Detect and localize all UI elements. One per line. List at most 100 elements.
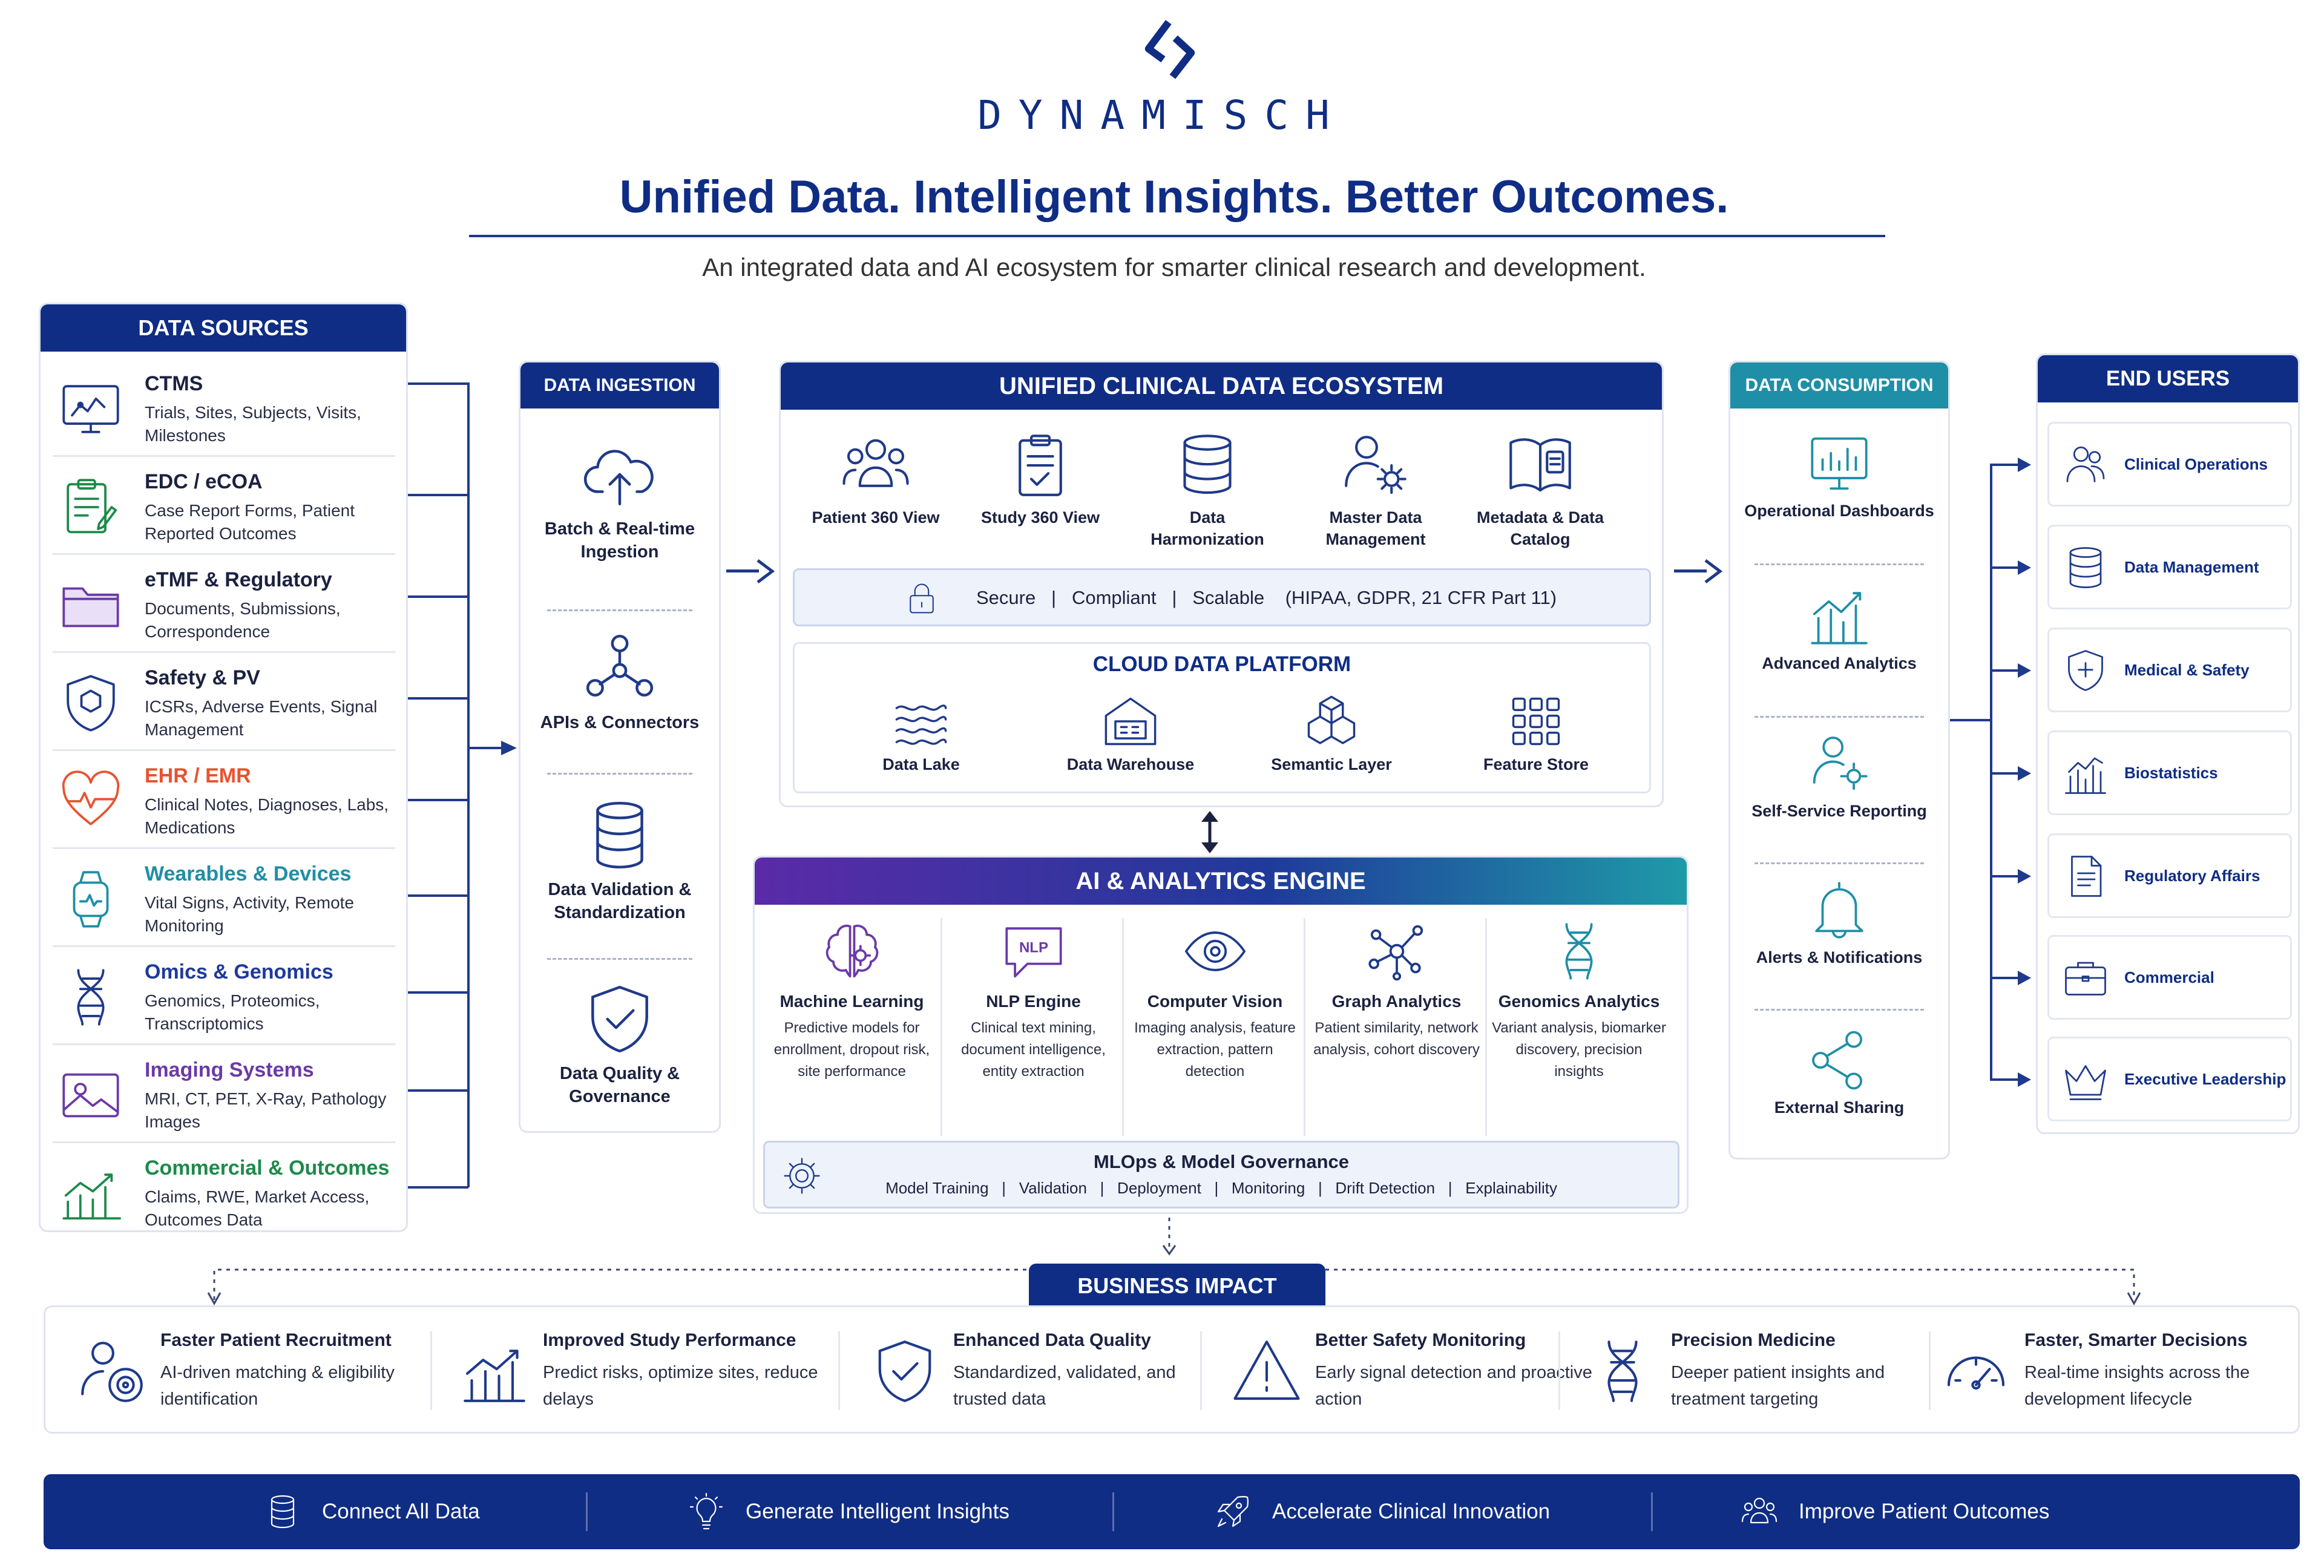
- data-source-desc: ICSRs, Adverse Events, Signal Management: [145, 697, 378, 739]
- data-source-imaging[interactable]: Imaging Systems MRI, CT, PET, X-Ray, Pat…: [53, 1046, 395, 1143]
- data-source-title: EHR / EMR: [145, 764, 251, 787]
- connector-line: [408, 1089, 468, 1092]
- cloud-label: Data Lake: [882, 755, 960, 773]
- divider: [430, 1331, 432, 1410]
- divider: [838, 1331, 840, 1410]
- data-source-wearables[interactable]: Wearables & Devices Vital Signs, Activit…: [53, 850, 395, 947]
- ai-graph-analytics[interactable]: Graph Analytics Patient similarity, netw…: [1308, 918, 1487, 1136]
- eco-patient-360[interactable]: Patient 360 View: [800, 429, 951, 528]
- data-source-safety[interactable]: Safety & PV ICSRs, Adverse Events, Signa…: [53, 654, 395, 751]
- mlops-list: Model Training | Validation | Deployment…: [885, 1179, 1557, 1197]
- arrow-right-icon: [2018, 560, 2031, 575]
- end-user-executive-leadership[interactable]: Executive Leadership: [2047, 1037, 2292, 1121]
- shield-check-icon: [591, 985, 648, 1053]
- impact-title: Enhanced Data Quality: [953, 1330, 1151, 1350]
- data-source-ctms[interactable]: CTMS Trials, Sites, Subjects, Visits, Mi…: [53, 360, 395, 457]
- ingestion-batch-realtime[interactable]: Batch & Real-time Ingestion: [520, 435, 719, 563]
- consumption-alerts[interactable]: Alerts & Notifications: [1730, 877, 1948, 969]
- consumption-external-sharing[interactable]: External Sharing: [1730, 1027, 1948, 1119]
- ai-item-title: NLP Engine: [986, 992, 1081, 1011]
- eco-study-360[interactable]: Study 360 View: [965, 429, 1116, 528]
- shield-check-icon: [878, 1340, 931, 1402]
- connector-line: [408, 697, 468, 700]
- data-consumption-title: DATA CONSUMPTION: [1730, 362, 1948, 408]
- end-user-label: Biostatistics: [2124, 764, 2218, 782]
- dna-icon: [77, 969, 105, 1026]
- page-headline: Unified Data. Intelligent Insights. Bett…: [619, 171, 1729, 223]
- data-ingestion-title: DATA INGESTION: [520, 362, 719, 408]
- eco-label: Study 360 View: [980, 508, 1100, 526]
- ai-machine-learning[interactable]: Machine Learning Predictive models for e…: [763, 918, 942, 1136]
- eco-master-data-management[interactable]: Master Data Management: [1300, 429, 1451, 550]
- end-user-clinical-operations[interactable]: Clinical Operations: [2047, 422, 2292, 507]
- smartwatch-icon: [73, 871, 109, 928]
- compliance-text: Secure | Compliant | Scalable (HIPAA, GD…: [976, 587, 1557, 608]
- cloud-data-lake[interactable]: Data Lake: [845, 691, 997, 774]
- connector-line: [1950, 719, 1991, 721]
- connector-line: [408, 991, 468, 994]
- eco-data-harmonization[interactable]: Data Harmonization: [1132, 429, 1283, 550]
- impact-title: Improved Study Performance: [543, 1330, 796, 1350]
- share-icon: [1812, 1031, 1862, 1090]
- end-users-title: END USERS: [2038, 355, 2298, 402]
- compliance-bar: Secure | Compliant | Scalable (HIPAA, GD…: [793, 568, 1651, 626]
- end-user-label: Medical & Safety: [2124, 661, 2250, 679]
- cloud-feature-store[interactable]: Feature Store: [1460, 691, 1612, 774]
- ai-genomics-analytics[interactable]: Genomics Analytics Variant analysis, bio…: [1489, 918, 1669, 1136]
- ingestion-apis-connectors[interactable]: APIs & Connectors: [520, 629, 719, 734]
- data-source-desc: Trials, Sites, Subjects, Visits, Milesto…: [145, 403, 361, 445]
- data-source-desc: Case Report Forms, Patient Reported Outc…: [145, 501, 355, 543]
- ai-nlp-engine[interactable]: NLP NLP Engine Clinical text mining, doc…: [945, 918, 1124, 1136]
- ai-item-desc: Clinical text mining, document intellige…: [961, 1020, 1106, 1080]
- data-source-ehr[interactable]: EHR / EMR Clinical Notes, Diagnoses, Lab…: [53, 752, 395, 849]
- end-user-data-management[interactable]: Data Management: [2047, 525, 2292, 609]
- ai-computer-vision[interactable]: Computer Vision Imaging analysis, featur…: [1126, 918, 1305, 1136]
- footer-label: Accelerate Clinical Innovation: [1272, 1500, 1551, 1523]
- briefcase-icon: [2065, 962, 2106, 996]
- footer-label: Connect All Data: [322, 1500, 480, 1523]
- divider: [547, 958, 692, 960]
- svg-text:NLP: NLP: [1019, 940, 1048, 956]
- connector-line: [1991, 772, 2021, 775]
- mlops-governance-bar[interactable]: MLOps & Model Governance Model Training …: [763, 1141, 1679, 1209]
- data-source-edc[interactable]: EDC / eCOA Case Report Forms, Patient Re…: [53, 458, 395, 555]
- cloud-semantic-layer[interactable]: Semantic Layer: [1256, 691, 1407, 774]
- medical-shield-icon: [2068, 650, 2103, 691]
- arrow-right-icon: [1704, 559, 1722, 583]
- consumption-advanced-analytics[interactable]: Advanced Analytics: [1730, 583, 1948, 675]
- ingestion-label: Batch & Real-time Ingestion: [544, 519, 695, 562]
- end-user-biostatistics[interactable]: Biostatistics: [2047, 730, 2292, 815]
- end-user-regulatory-affairs[interactable]: Regulatory Affairs: [2047, 833, 2292, 918]
- eco-metadata-catalog[interactable]: Metadata & Data Catalog: [1465, 429, 1616, 550]
- arrow-right-icon: [2018, 458, 2031, 472]
- arrow-right-icon: [2018, 971, 2031, 985]
- divider: [586, 1492, 588, 1531]
- ai-item-desc: Variant analysis, biomarker discovery, p…: [1492, 1020, 1666, 1080]
- end-user-label: Clinical Operations: [2124, 455, 2268, 473]
- user-gear-icon: [1813, 736, 1868, 790]
- data-source-title: CTMS: [145, 372, 203, 395]
- data-source-desc: Claims, RWE, Market Access, Outcomes Dat…: [145, 1187, 370, 1229]
- end-user-medical-safety[interactable]: Medical & Safety: [2047, 628, 2292, 712]
- cloud-label: Semantic Layer: [1271, 755, 1392, 773]
- user-target-icon: [81, 1342, 143, 1402]
- consumption-dashboards[interactable]: Operational Dashboards: [1730, 430, 1948, 522]
- data-source-etmf[interactable]: eTMF & Regulatory Documents, Submissions…: [53, 556, 395, 653]
- data-source-omics[interactable]: Omics & Genomics Genomics, Proteomics, T…: [53, 948, 395, 1045]
- user-gear-icon: [1345, 436, 1407, 494]
- connector-line: [1991, 1078, 2021, 1081]
- end-user-commercial[interactable]: Commercial: [2047, 935, 2292, 1020]
- end-user-label: Regulatory Affairs: [2124, 867, 2260, 885]
- ingestion-quality-governance[interactable]: Data Quality & Governance: [520, 980, 719, 1108]
- ingestion-validation[interactable]: Data Validation & Standardization: [520, 796, 719, 924]
- divider: [1754, 716, 1924, 718]
- nlp-bubble-icon: NLP: [1005, 927, 1062, 978]
- connector-line: [1991, 566, 2021, 569]
- data-source-commercial[interactable]: Commercial & Outcomes Claims, RWE, Marke…: [53, 1144, 395, 1241]
- end-users-panel: END USERS Clinical Operations Data Manag…: [2036, 353, 2300, 1134]
- data-source-title: EDC / eCOA: [145, 470, 263, 493]
- cloud-data-warehouse[interactable]: Data Warehouse: [1055, 691, 1206, 774]
- brand-name: DYNAMISCH: [977, 92, 1347, 139]
- arrow-right-icon: [2018, 766, 2031, 781]
- consumption-self-service[interactable]: Self-Service Reporting: [1730, 730, 1948, 822]
